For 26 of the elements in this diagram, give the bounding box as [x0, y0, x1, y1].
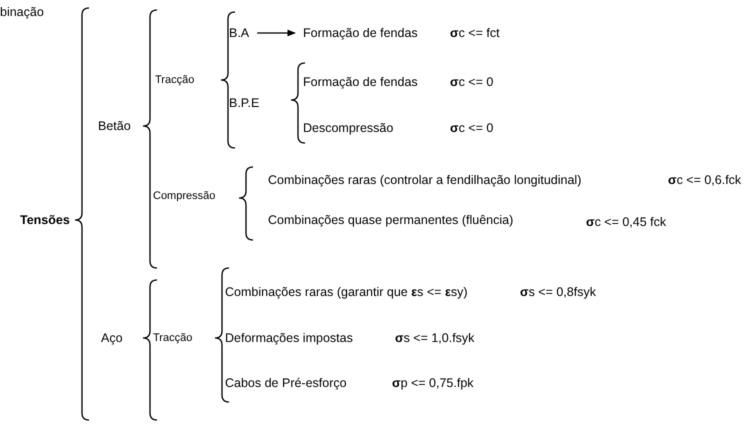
category-label: Cabos de Pré-esforço	[225, 375, 347, 392]
category-label: Aço	[101, 330, 123, 347]
category-label: Formação de fendas	[303, 74, 418, 91]
formula-text: σc <= 0,6.fck	[668, 172, 742, 189]
formula-text: σc <= 0,45 fck	[586, 214, 666, 231]
cut-off-heading: binação	[0, 4, 44, 21]
formula-text: σp <= 0,75.fpk	[392, 375, 474, 392]
category-label: Combinações raras (garantir que εs <= εsy)	[225, 284, 468, 301]
formula-text: σc <= 0	[450, 120, 494, 137]
category-label: Formação de fendas	[303, 24, 418, 42]
root-label: Tensões	[20, 212, 70, 229]
category-label: Tracção	[153, 331, 192, 346]
category-label: Compressão	[153, 189, 216, 204]
category-label: Betão	[98, 118, 131, 135]
arrow	[257, 30, 296, 36]
category-label: Tracção	[155, 73, 194, 88]
formula-text: σc <= fct	[450, 25, 500, 42]
formula-text: σc <= 0	[450, 74, 494, 91]
category-label: Deformações impostas	[225, 330, 353, 347]
category-label: Descompressão	[303, 120, 394, 137]
formula-text: σs <= 0,8fsyk	[520, 284, 596, 301]
category-label: Combinações raras (controlar a fendilhação longitudinal)	[268, 172, 582, 189]
category-label: Combinações quase permanentes (fluência)	[268, 212, 514, 229]
formula-text: σs <= 1,0.fsyk	[395, 330, 474, 347]
category-label: B.A	[229, 24, 250, 42]
category-label: B.P.E	[229, 95, 260, 112]
